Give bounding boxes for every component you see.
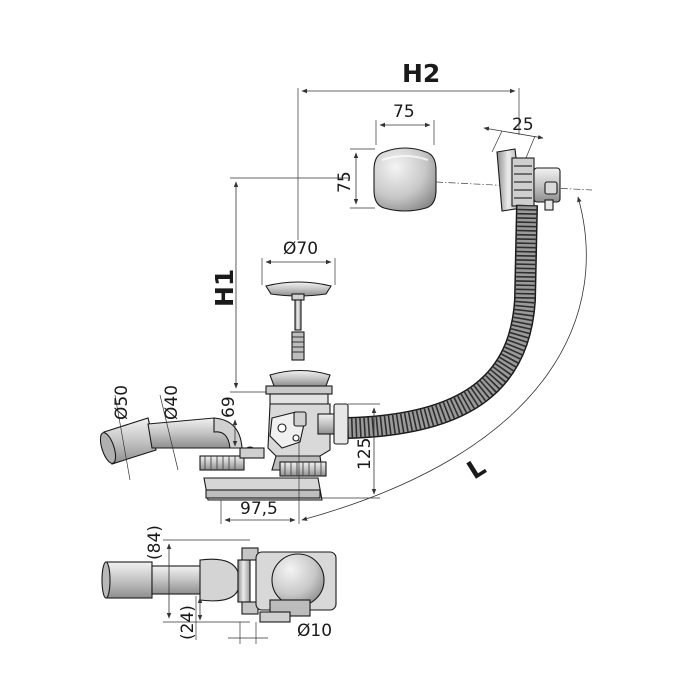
plan-view: (84) (24) Ø10: [101, 525, 337, 644]
dimension-h2: H2: [297, 59, 520, 240]
dimension-h1: H1: [210, 177, 350, 393]
overflow-hose: [346, 204, 538, 439]
overflow-cover: 75 75: [335, 102, 437, 212]
label-overflow-height: 75: [335, 171, 355, 193]
label-h2: H2: [402, 59, 440, 88]
label-waste-height: 125: [355, 438, 375, 470]
label-overflow-width: 75: [393, 102, 415, 122]
overflow-unit: 25: [483, 115, 561, 212]
label-h1: H1: [210, 269, 239, 307]
label-waste-offset: 97,5: [240, 499, 278, 519]
plug-stopper: Ø70: [261, 239, 336, 361]
label-plug-diameter: Ø70: [283, 239, 318, 259]
trap-outlet: [99, 417, 265, 471]
dimension-outlet: Ø50 Ø40 69: [112, 385, 239, 481]
label-l: L: [462, 452, 491, 485]
label-top-offset: (24): [178, 605, 198, 640]
label-trap-height: 69: [219, 396, 239, 418]
label-pipe-diameter: Ø40: [162, 385, 182, 420]
overflow-cover-knob: [373, 147, 437, 212]
dimension-97-5: 97,5: [220, 440, 300, 524]
label-top-width: (84): [145, 525, 165, 560]
dimension-125: 125: [322, 403, 380, 499]
label-outlet-diameter: Ø50: [112, 385, 132, 420]
waste-body: [203, 369, 349, 501]
label-top-diameter: Ø10: [297, 621, 332, 641]
label-overflow-depth: 25: [512, 115, 534, 135]
dimension-l: L: [301, 196, 587, 521]
